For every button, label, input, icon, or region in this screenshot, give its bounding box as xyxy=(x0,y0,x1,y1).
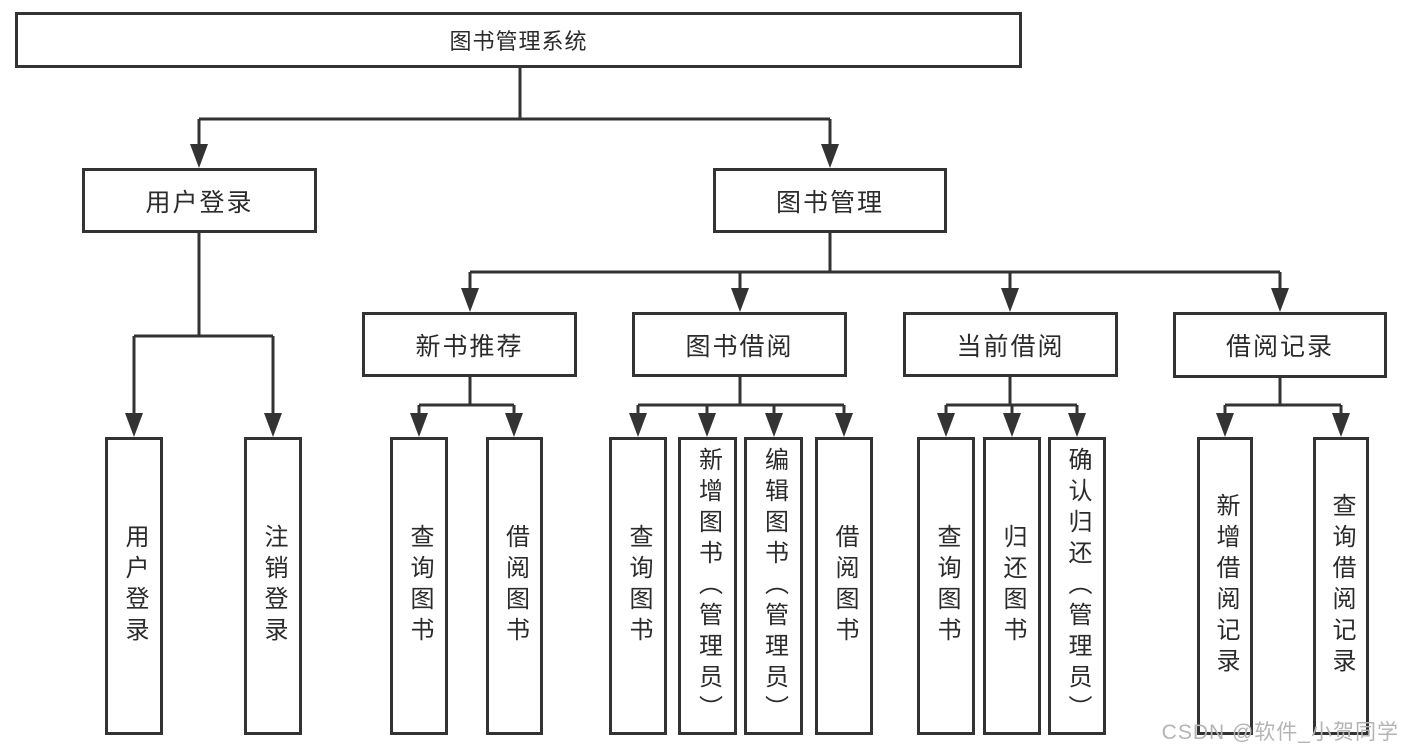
leaf-logout: 注销登录 xyxy=(244,437,302,735)
leaf-nb-query-books: 查询图书 xyxy=(390,437,448,735)
node-current-borrow-label: 当前借阅 xyxy=(956,332,1065,361)
leaf-logout-label: 注销登录 xyxy=(260,524,287,648)
leaf-br-add-record: 新增借阅记录 xyxy=(1197,437,1253,735)
leaf-cb-return-books-label: 归还图书 xyxy=(999,524,1026,648)
node-new-book-recommend-label: 新书推荐 xyxy=(415,332,524,361)
connector-current-children xyxy=(937,377,1086,437)
node-borrow-records: 借阅记录 xyxy=(1173,312,1387,378)
connector-root-to-branches xyxy=(190,68,839,168)
connector-new-books-children xyxy=(410,377,523,437)
node-book-borrow: 图书借阅 xyxy=(632,312,847,377)
leaf-bb-edit-books-admin: 编辑图书（管理员） xyxy=(744,437,803,735)
node-root-system: 图书管理系统 xyxy=(15,12,1022,68)
leaf-user-login-label: 用户登录 xyxy=(121,524,148,648)
connector-borrowing-children xyxy=(629,377,853,437)
leaf-bb-edit-books-admin-label: 编辑图书（管理员） xyxy=(760,446,788,726)
node-book-management: 图书管理 xyxy=(713,168,947,233)
leaf-bb-query-books-label: 查询图书 xyxy=(625,524,652,648)
leaf-nb-borrow-books: 借阅图书 xyxy=(486,437,543,735)
node-root-label: 图书管理系统 xyxy=(449,29,588,54)
leaf-cb-confirm-return-admin-label: 确认归还（管理员） xyxy=(1064,446,1091,726)
connector-book-mgmt-children xyxy=(461,233,1289,312)
connector-user-login-children xyxy=(125,233,282,437)
leaf-bb-add-books-admin-label: 新增图书（管理员） xyxy=(694,446,722,726)
leaf-user-login: 用户登录 xyxy=(105,437,163,735)
node-new-book-recommend: 新书推荐 xyxy=(362,312,577,377)
leaf-nb-borrow-books-label: 借阅图书 xyxy=(501,524,529,648)
leaf-cb-return-books: 归还图书 xyxy=(983,437,1041,735)
node-borrow-records-label: 借阅记录 xyxy=(1225,333,1334,361)
node-user-login: 用户登录 xyxy=(82,168,317,233)
leaf-cb-query-books: 查询图书 xyxy=(917,437,975,735)
leaf-bb-add-books-admin: 新增图书（管理员） xyxy=(678,437,737,735)
leaf-nb-query-books-label: 查询图书 xyxy=(406,524,433,648)
node-user-login-label: 用户登录 xyxy=(145,188,254,217)
connector-records-children xyxy=(1216,377,1350,437)
node-book-borrow-label: 图书借阅 xyxy=(685,332,794,361)
leaf-bb-borrow-books-label: 借阅图书 xyxy=(831,524,858,648)
leaf-br-query-record: 查询借阅记录 xyxy=(1313,437,1369,735)
node-current-borrow: 当前借阅 xyxy=(903,312,1118,377)
leaf-br-add-record-label: 新增借阅记录 xyxy=(1212,493,1239,679)
leaf-br-query-record-label: 查询借阅记录 xyxy=(1328,493,1355,679)
leaf-bb-query-books: 查询图书 xyxy=(609,437,667,735)
csdn-watermark: CSDN @软件_小贺同学 xyxy=(1161,721,1399,744)
leaf-cb-confirm-return-admin: 确认归还（管理员） xyxy=(1048,437,1106,735)
leaf-bb-borrow-books: 借阅图书 xyxy=(815,437,873,735)
leaf-cb-query-books-label: 查询图书 xyxy=(933,524,960,648)
node-book-management-label: 图书管理 xyxy=(775,188,884,217)
